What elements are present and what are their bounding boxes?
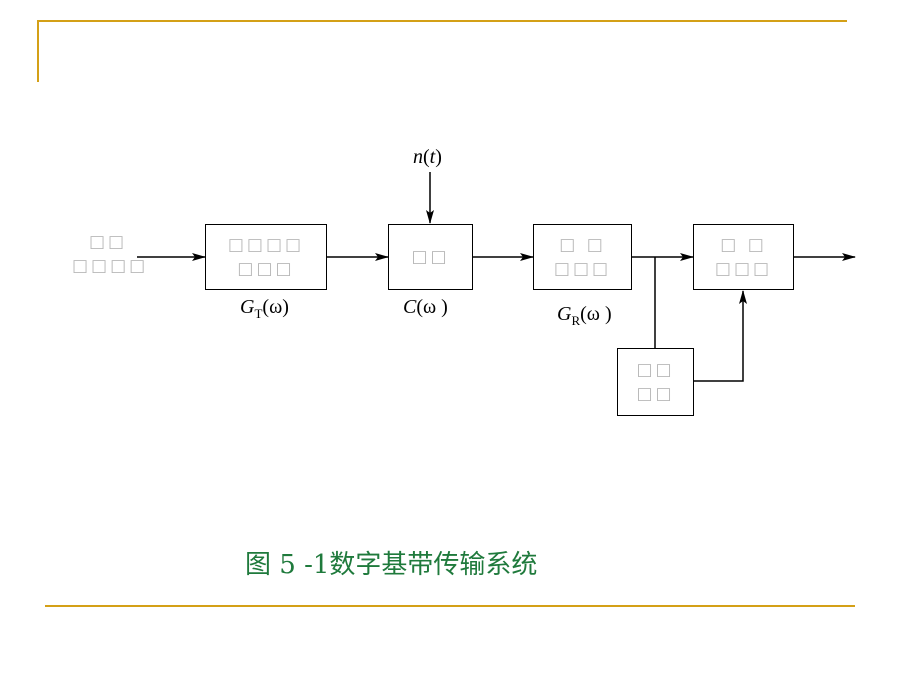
arrow-sync-to-decision [693,290,747,382]
channel-block: □□ [388,224,473,290]
channel-transfer-label: C(ω ) [403,296,448,318]
bottom-decorative-rule [45,605,855,607]
input-source-label: □□ □□□□ [72,232,149,276]
top-decorative-rule [37,20,847,22]
noise-label: n(t) [413,146,442,168]
sync-extraction-block: □□ □□ [617,348,694,416]
left-decorative-rule [37,20,39,82]
figure-caption: 图 5 -1数字基带传输系统 [245,550,538,580]
receive-filter-block: □ □ □□□ [533,224,632,290]
receive-filter-transfer-label: GR(ω ) [557,303,612,328]
transmit-filter-transfer-label: GT(ω) [240,296,289,321]
sampling-decision-block: □ □ □□□ [693,224,794,290]
transmit-filter-block: □□□□ □□□ [205,224,327,290]
